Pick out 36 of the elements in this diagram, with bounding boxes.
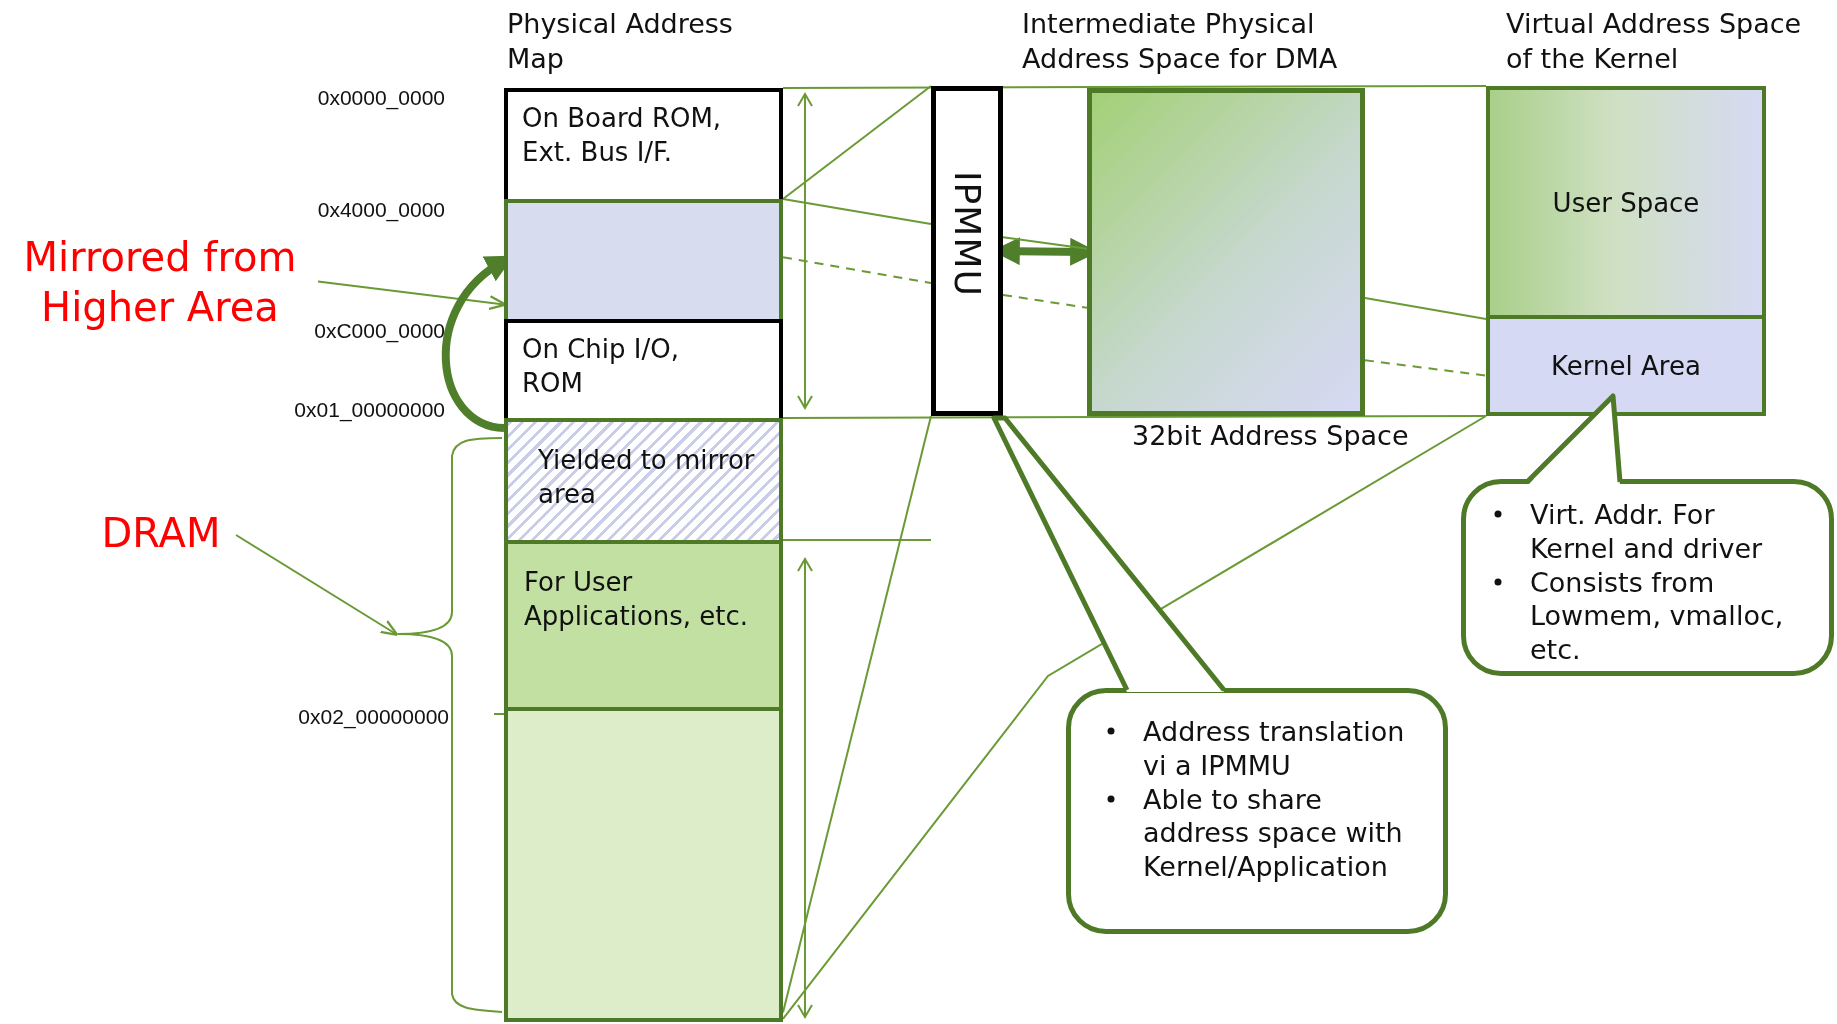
annotation-text: DRAM — [86, 508, 236, 562]
callout-bubble — [1066, 688, 1448, 934]
mapping-line — [782, 415, 1487, 1020]
address-label: 0x4000_0000 — [316, 198, 445, 222]
bullet-text: Address translation vi a IPMMU — [1143, 715, 1406, 783]
region-label: User Space — [1552, 187, 1700, 218]
mapping-line — [782, 85, 1487, 89]
address-label: 0xC000_0000 — [313, 319, 445, 343]
address-label: 0x0000_0000 — [316, 86, 445, 110]
column-heading: Intermediate Physical Address Space for DMA — [1022, 7, 1339, 77]
region-label: On Board ROM, Ext. Bus I/F. — [522, 102, 723, 169]
address-label: 0x01_00000000 — [293, 398, 445, 422]
arrow — [235, 534, 399, 636]
address-space-block — [1087, 88, 1365, 416]
bullet-text: Able to share address space with Kernel/Application — [1143, 782, 1404, 884]
translation-unit-box — [931, 86, 1003, 416]
dashed-mapping-line — [1364, 359, 1487, 377]
column-heading: Virtual Address Space of the Kernel — [1506, 7, 1803, 77]
dashed-mapping-line — [1002, 293, 1088, 309]
region-label: Kernel Area — [1551, 350, 1701, 381]
region-label: Yielded to mirror area — [538, 444, 756, 511]
column-heading: Physical Address Map — [507, 7, 734, 77]
mapping-line — [1364, 296, 1487, 321]
mapping-line — [782, 415, 1487, 419]
region-label: On Chip I/O, ROM — [522, 333, 680, 400]
mapping-line — [782, 85, 932, 200]
region-label: For User Applications, etc. — [524, 566, 750, 633]
mapping-line — [1002, 236, 1088, 250]
dashed-mapping-line — [782, 256, 932, 284]
mapping-line — [782, 198, 932, 225]
unit-label: IPMMU — [946, 171, 988, 297]
callout-bubble — [1461, 479, 1834, 676]
bullet-text: Virt. Addr. For Kernel and driver — [1530, 498, 1764, 566]
bullet-text: Consists from Lowmem, vmalloc, etc. — [1530, 565, 1785, 667]
caption-text: 32bit Address Space — [1132, 420, 1410, 451]
address-label: 0x02_00000000 — [297, 705, 449, 729]
